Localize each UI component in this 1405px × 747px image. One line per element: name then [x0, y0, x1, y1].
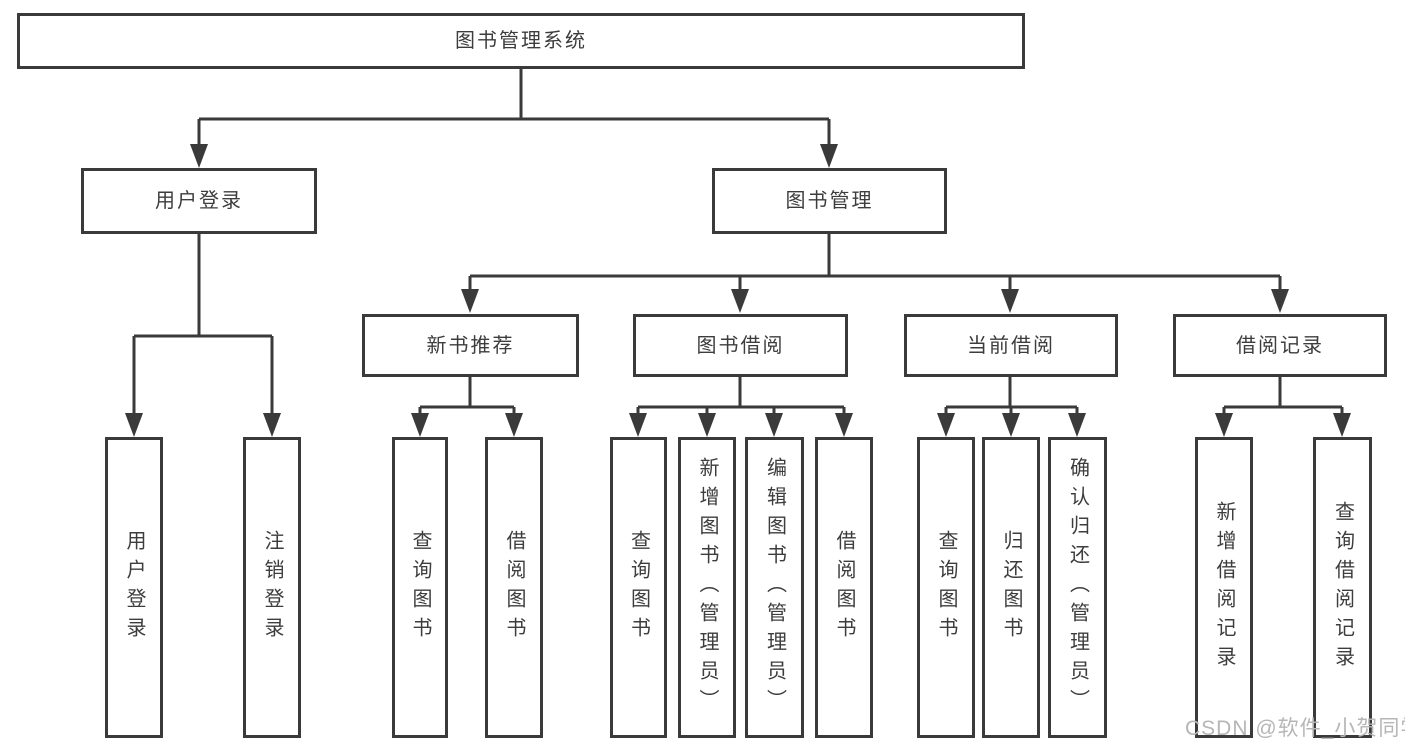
node-root: 图书管理系统	[17, 13, 1025, 69]
leaf-add-books-admin: 新增图书（管理员）	[678, 437, 736, 738]
leaf-add-borrow-record: 新增借阅记录	[1195, 437, 1253, 738]
leaf-borrow-books-recommend: 借阅图书	[485, 437, 543, 738]
csdn-watermark: CSDN @软件_小贺同学	[1185, 717, 1405, 740]
leaf-query-books-current: 查询图书	[917, 437, 975, 738]
node-book-management-label: 图书管理	[785, 190, 874, 212]
node-new-book-recommendation-label: 新书推荐	[426, 334, 515, 357]
leaf-query-books-borrow-label: 查询图书	[627, 529, 650, 646]
leaf-add-books-admin-label: 新增图书（管理员）	[696, 457, 718, 718]
node-book-management: 图书管理	[712, 168, 947, 234]
leaf-add-borrow-record-label: 新增借阅记录	[1213, 500, 1235, 675]
node-borrowing-records-label: 借阅记录	[1236, 334, 1324, 357]
leaf-query-books-recommend-label: 查询图书	[409, 529, 431, 646]
leaf-query-books-recommend: 查询图书	[392, 437, 448, 738]
node-book-borrowing-label: 图书借阅	[696, 334, 785, 357]
node-current-borrowing: 当前借阅	[904, 314, 1118, 377]
leaf-query-books-current-label: 查询图书	[935, 529, 957, 646]
node-book-borrowing: 图书借阅	[633, 314, 848, 377]
leaf-user-login: 用户登录	[105, 437, 163, 738]
leaf-borrow-books-label: 借阅图书	[833, 529, 855, 646]
leaf-edit-books-admin-label: 编辑图书（管理员）	[763, 457, 786, 718]
leaf-edit-books-admin: 编辑图书（管理员）	[745, 437, 804, 738]
leaf-confirm-return-admin: 确认归还（管理员）	[1048, 437, 1107, 738]
node-new-book-recommendation: 新书推荐	[362, 314, 579, 377]
leaf-borrow-books-recommend-label: 借阅图书	[503, 529, 525, 646]
leaf-user-login-label: 用户登录	[123, 529, 145, 646]
leaf-return-books-label: 归还图书	[1000, 529, 1022, 646]
leaf-logout: 注销登录	[243, 437, 301, 738]
leaf-query-borrow-record-label: 查询借阅记录	[1331, 500, 1354, 675]
leaf-query-borrow-record: 查询借阅记录	[1313, 437, 1372, 738]
node-borrowing-records: 借阅记录	[1173, 314, 1387, 377]
node-user-login: 用户登录	[81, 168, 317, 234]
leaf-logout-label: 注销登录	[261, 529, 283, 646]
leaf-borrow-books: 借阅图书	[815, 437, 873, 738]
node-current-borrowing-label: 当前借阅	[967, 334, 1055, 357]
node-user-login-label: 用户登录	[155, 190, 243, 212]
leaf-confirm-return-admin-label: 确认归还（管理员）	[1066, 457, 1089, 718]
leaf-query-books-borrow: 查询图书	[610, 437, 667, 738]
leaf-return-books: 归还图书	[982, 437, 1040, 738]
tree-edges	[132, 69, 1344, 415]
node-root-label: 图书管理系统	[455, 30, 587, 52]
arrowheads	[125, 144, 1351, 437]
